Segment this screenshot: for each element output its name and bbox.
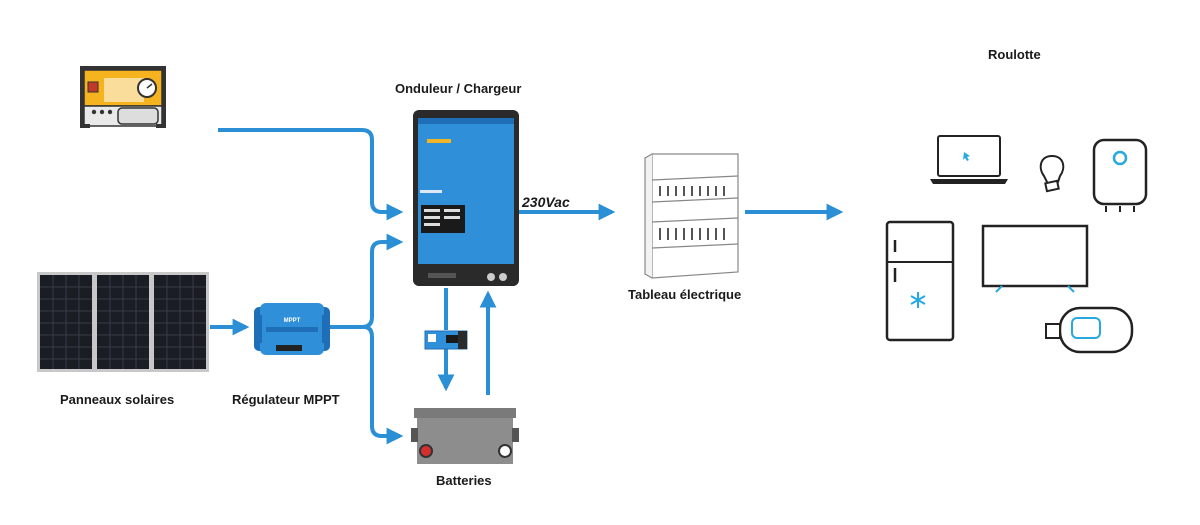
inverter-charger-icon bbox=[413, 110, 519, 286]
fridge-icon bbox=[885, 220, 955, 342]
ac-voltage-label: 230Vac bbox=[522, 194, 570, 210]
mppt-controller-icon: MPPT bbox=[254, 303, 330, 355]
water-heater-icon bbox=[1092, 138, 1148, 212]
battery-monitor-icon bbox=[424, 330, 468, 350]
mppt-regulator-label: Régulateur MPPT bbox=[232, 392, 340, 407]
arrow-generator-to-inverter bbox=[218, 128, 404, 221]
electrical-panel-icon bbox=[644, 153, 739, 279]
tv-icon bbox=[981, 224, 1089, 293]
solar-panel-icon bbox=[37, 272, 209, 372]
inverter-label: Onduleur / Chargeur bbox=[395, 81, 522, 96]
batteries-label: Batteries bbox=[436, 473, 492, 488]
solar-panels-label: Panneaux solaires bbox=[60, 392, 175, 407]
connection-arrows bbox=[210, 128, 844, 445]
generator-icon bbox=[80, 66, 166, 128]
battery-icon bbox=[411, 408, 519, 464]
gas-heater-icon bbox=[1045, 306, 1134, 354]
light-bulb-icon bbox=[1039, 154, 1065, 193]
arrow-mppt-to-batteries bbox=[363, 325, 404, 445]
electrical-panel-label: Tableau électrique bbox=[628, 287, 742, 302]
caravan-label: Roulotte bbox=[988, 47, 1041, 62]
laptop-icon bbox=[930, 135, 1008, 184]
mppt-badge: MPPT bbox=[284, 318, 301, 324]
arrow-mppt-to-inverter bbox=[328, 233, 404, 329]
